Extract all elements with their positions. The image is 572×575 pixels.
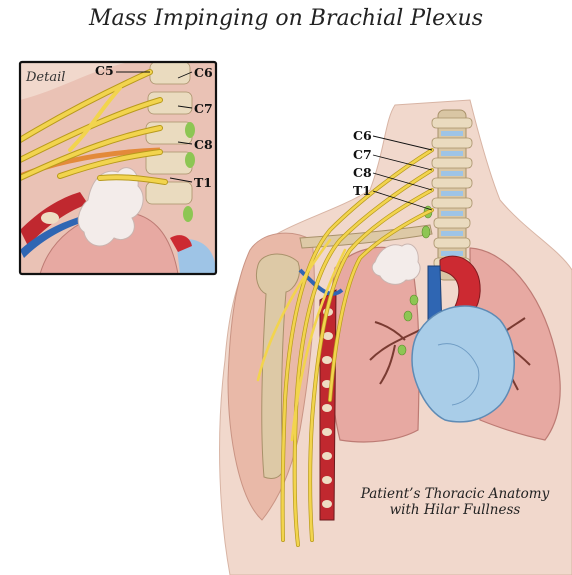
plexus-nerves bbox=[256, 148, 434, 547]
nerve-label-c7-detail: C7 bbox=[194, 101, 213, 116]
nerve-label-c8: C8 bbox=[353, 165, 372, 180]
inset-frame bbox=[18, 60, 218, 276]
nerve-label-c6: C6 bbox=[353, 128, 372, 143]
nerve-label-c8-detail: C8 bbox=[194, 137, 213, 152]
spine bbox=[431, 109, 473, 281]
nerve-label-t1: T1 bbox=[353, 183, 371, 198]
heart bbox=[411, 305, 515, 423]
inset-nerves bbox=[20, 70, 167, 184]
caption-line-1: Patient’s Thoracic Anatomy bbox=[360, 486, 550, 502]
detail-inset bbox=[18, 60, 218, 276]
nerve-label-c5: C5 bbox=[95, 63, 114, 78]
detail-label: Detail bbox=[26, 70, 66, 85]
page-title: Mass Impinging on Brachial Plexus bbox=[88, 6, 484, 31]
nerve-label-c6-detail: C6 bbox=[194, 65, 213, 80]
tumor-mass-main bbox=[371, 243, 421, 285]
nerve-label-t1-detail: T1 bbox=[194, 175, 212, 190]
tumor-mass-inset bbox=[77, 167, 144, 247]
main-leader-lines bbox=[372, 135, 433, 211]
caption-line-2: with Hilar Fullness bbox=[389, 502, 521, 518]
main-figure bbox=[219, 99, 572, 575]
intervertebral-discs bbox=[441, 131, 463, 256]
figure-caption: Patient’s Thoracic Anatomy with Hilar Fu… bbox=[340, 486, 570, 518]
nerve-label-c7: C7 bbox=[353, 147, 372, 162]
